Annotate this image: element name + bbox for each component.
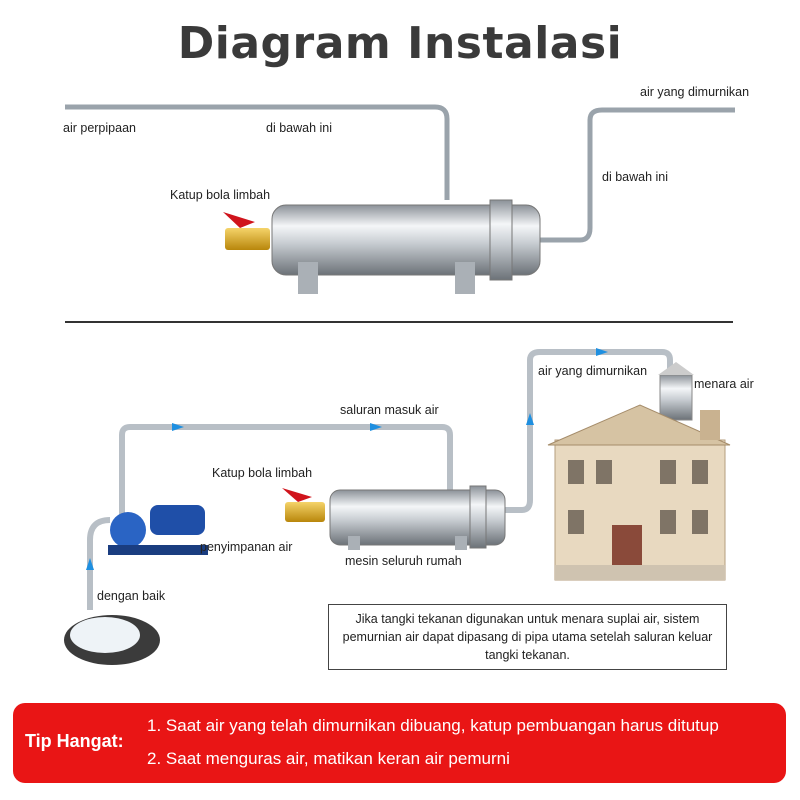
tip-heading: Tip Hangat: xyxy=(25,731,124,751)
bottom-valve-handle xyxy=(282,488,312,502)
label-below-right: di bawah ini xyxy=(602,170,669,184)
page-title: Diagram Instalasi xyxy=(177,18,623,69)
flow-arrow-icon xyxy=(172,423,184,431)
label-valve-top: Katup bola limbah xyxy=(170,188,271,202)
pump-graphic xyxy=(108,505,208,555)
tip-banner: Tip Hangat: 1. Saat air yang telah dimur… xyxy=(13,703,786,783)
top-filter-tank xyxy=(271,204,541,276)
label-purified-top: air yang dimurnikan xyxy=(640,85,750,99)
flow-arrow-icon xyxy=(596,348,608,356)
tip-item-2: 2. Saat menguras air, matikan keran air … xyxy=(147,749,510,768)
top-outlet-pipe xyxy=(540,107,735,243)
bottom-valve xyxy=(285,502,325,522)
bottom-tank-cap xyxy=(469,485,487,549)
label-valve-bottom: Katup bola limbah xyxy=(212,466,313,480)
flow-arrow-icon xyxy=(370,423,382,431)
bottom-tank-leg xyxy=(348,536,360,550)
top-tank-leg xyxy=(298,262,318,294)
top-tank-leg xyxy=(455,262,475,294)
flow-arrows xyxy=(86,348,608,570)
label-inlet: saluran masuk air xyxy=(340,403,439,417)
top-tank-cap xyxy=(489,199,513,281)
top-inlet-pipe xyxy=(65,104,450,200)
label-storage: penyimpanan air xyxy=(200,540,293,554)
note-box: Jika tangki tekanan digunakan untuk mena… xyxy=(328,604,727,670)
bottom-tank-leg xyxy=(455,536,467,550)
house-graphic xyxy=(547,404,731,581)
label-whole-house: mesin seluruh rumah xyxy=(345,554,462,568)
tip-item-1: 1. Saat air yang telah dimurnikan dibuan… xyxy=(147,716,719,735)
water-tower-graphic xyxy=(658,362,694,421)
flow-arrow-icon xyxy=(86,558,94,570)
label-pipe-water: air perpipaan xyxy=(63,121,136,135)
bottom-filter-tank xyxy=(329,489,506,546)
flow-arrow-icon xyxy=(526,413,534,425)
label-water-tower: menara air xyxy=(694,377,754,391)
label-purified-bottom: air yang dimurnikan xyxy=(538,364,648,378)
label-well: dengan baik xyxy=(97,589,166,603)
well-graphic xyxy=(64,615,160,665)
bottom-outlet-pipe xyxy=(505,349,673,513)
top-valve xyxy=(225,228,270,250)
well-pipe xyxy=(87,517,111,610)
bottom-inlet-pipe xyxy=(119,424,453,520)
top-valve-handle xyxy=(223,212,255,228)
label-below-left: di bawah ini xyxy=(266,121,333,135)
